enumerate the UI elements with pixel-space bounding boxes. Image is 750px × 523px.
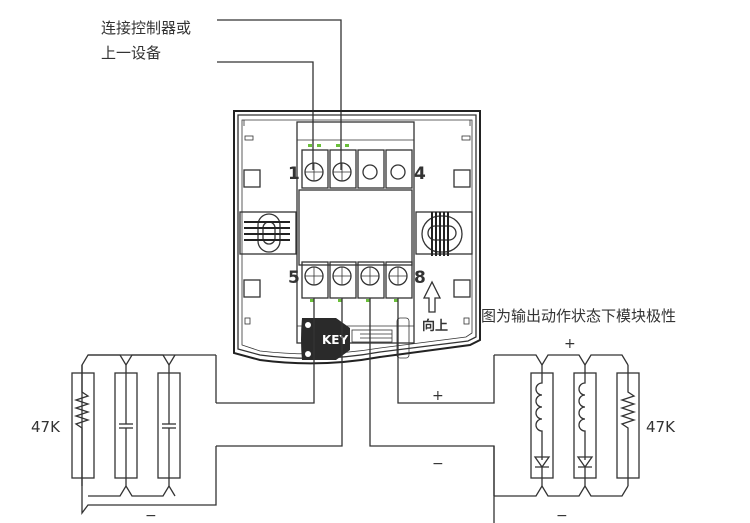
wire-terminal-1 [217,61,314,170]
led-indicator [366,299,370,302]
left-load-group [71,354,217,515]
top-terminals [301,144,413,189]
left-minus-label: − [145,508,157,523]
right-load-group [493,354,640,497]
housing-slot [243,279,261,298]
empty-terminal-3 [362,164,378,180]
wire-plus-label: + [432,388,444,404]
relay-coil-diode-icon [533,365,551,486]
wire-minus-label: − [432,456,444,472]
terminal-label-4: 4 [414,164,426,184]
housing-tab [461,135,471,141]
led-indicator [338,299,342,302]
relay-box [573,372,597,479]
left-resistor-label: 47K [31,418,61,436]
right-plus-label: + [564,336,576,352]
terminal-label-5: 5 [288,268,300,288]
up-arrow-icon [422,280,442,313]
led-indicator [336,144,340,147]
resistor-box [71,372,95,479]
right-resistor-label: 47K [646,418,676,436]
connect-label-line2: 上一设备 [101,44,161,62]
right-mount [415,211,473,256]
bottom-terminals [301,261,413,302]
housing-slot [453,279,471,298]
led-indicator [317,144,321,147]
led-indicator [308,144,312,147]
wire-terminal-8 [397,298,495,404]
led-indicator [345,144,349,147]
relay-box [530,372,554,479]
housing-slot [243,169,261,188]
resistor-icon [619,365,637,486]
led-indicator [310,299,314,302]
left-mount [239,211,297,255]
led-indicator [394,299,398,302]
key-label: KEY [322,333,348,347]
up-label: 向上 [422,318,448,334]
output-polarity-note: 图为输出动作状态下模块极性 [481,307,676,325]
connect-label-line1: 连接控制器或 [101,19,191,37]
relay-coil-diode-icon [576,365,594,486]
terminal-label-1: 1 [288,164,300,184]
housing-slot [453,169,471,188]
housing-tab [244,135,254,141]
resistor-icon [73,365,91,486]
wire-terminal-2 [217,19,342,170]
right-minus-label: − [556,508,568,523]
wire-terminal-6 [216,298,343,447]
empty-terminal-4 [390,164,406,180]
key-component: KEY [301,317,410,360]
terminal-label-8: 8 [414,268,426,288]
wire-terminal-5 [216,298,315,404]
